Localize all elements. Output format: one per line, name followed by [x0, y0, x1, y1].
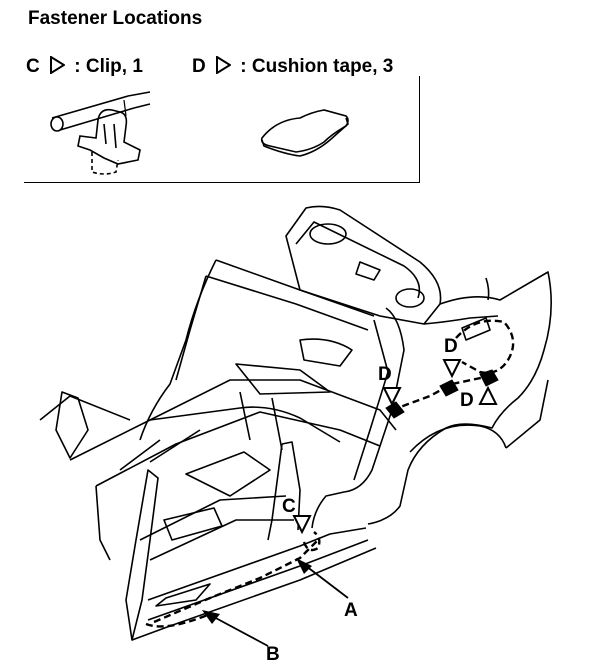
- car-body-drawing: [39, 205, 552, 641]
- clip-illustration: [50, 91, 151, 175]
- clip-dashed-outline: [302, 531, 321, 552]
- callout-c-label: C: [282, 496, 296, 517]
- page-title: Fastener Locations: [28, 8, 203, 29]
- legend-clip-letter: C: [26, 56, 40, 77]
- callout-b-label: B: [266, 644, 280, 665]
- trunk-dashed-line: [391, 374, 491, 412]
- arrowhead-icon: [202, 610, 220, 624]
- legend-clip-text: : Clip, 1: [74, 56, 143, 77]
- legend-box: [24, 76, 420, 183]
- triangle-marker-icon: [292, 515, 312, 535]
- sill-dashed-line-b: [145, 612, 211, 628]
- legend-cushion-tape-text: : Cushion tape, 3: [240, 56, 394, 77]
- callout-d-label: D: [378, 364, 392, 385]
- legend-cushion-tape: D : Cushion tape, 3: [192, 56, 393, 78]
- triangle-marker-icon: [478, 385, 498, 405]
- triangle-marker-icon: [442, 359, 462, 379]
- triangle-marker-icon: [216, 56, 232, 74]
- leader-lines: [211, 565, 349, 647]
- quarter-dashed-outline: [455, 319, 515, 374]
- callout-a-label: A: [344, 600, 358, 621]
- callout-d-label: D: [444, 336, 458, 357]
- legend-cushion-tape-letter: D: [192, 56, 206, 77]
- triangle-marker-icon: [50, 56, 66, 74]
- cushion-tape-marker: [439, 379, 459, 397]
- leader-a: [305, 565, 349, 599]
- arrowhead-icon: [296, 558, 312, 574]
- sill-dashed-line-a: [153, 539, 319, 624]
- triangle-marker-icon: [382, 387, 402, 407]
- callout-triangles: [292, 359, 498, 535]
- callout-d-label: D: [460, 390, 474, 411]
- cushion-tape-illustration: [260, 109, 349, 157]
- leader-arrowheads: [202, 558, 312, 624]
- cushion-tape-marker: [385, 401, 405, 419]
- fastener-markers: [385, 369, 499, 419]
- cushion-tape-marker: [479, 369, 499, 387]
- legend-clip: C : Clip, 1: [26, 56, 143, 78]
- leader-b: [211, 615, 269, 647]
